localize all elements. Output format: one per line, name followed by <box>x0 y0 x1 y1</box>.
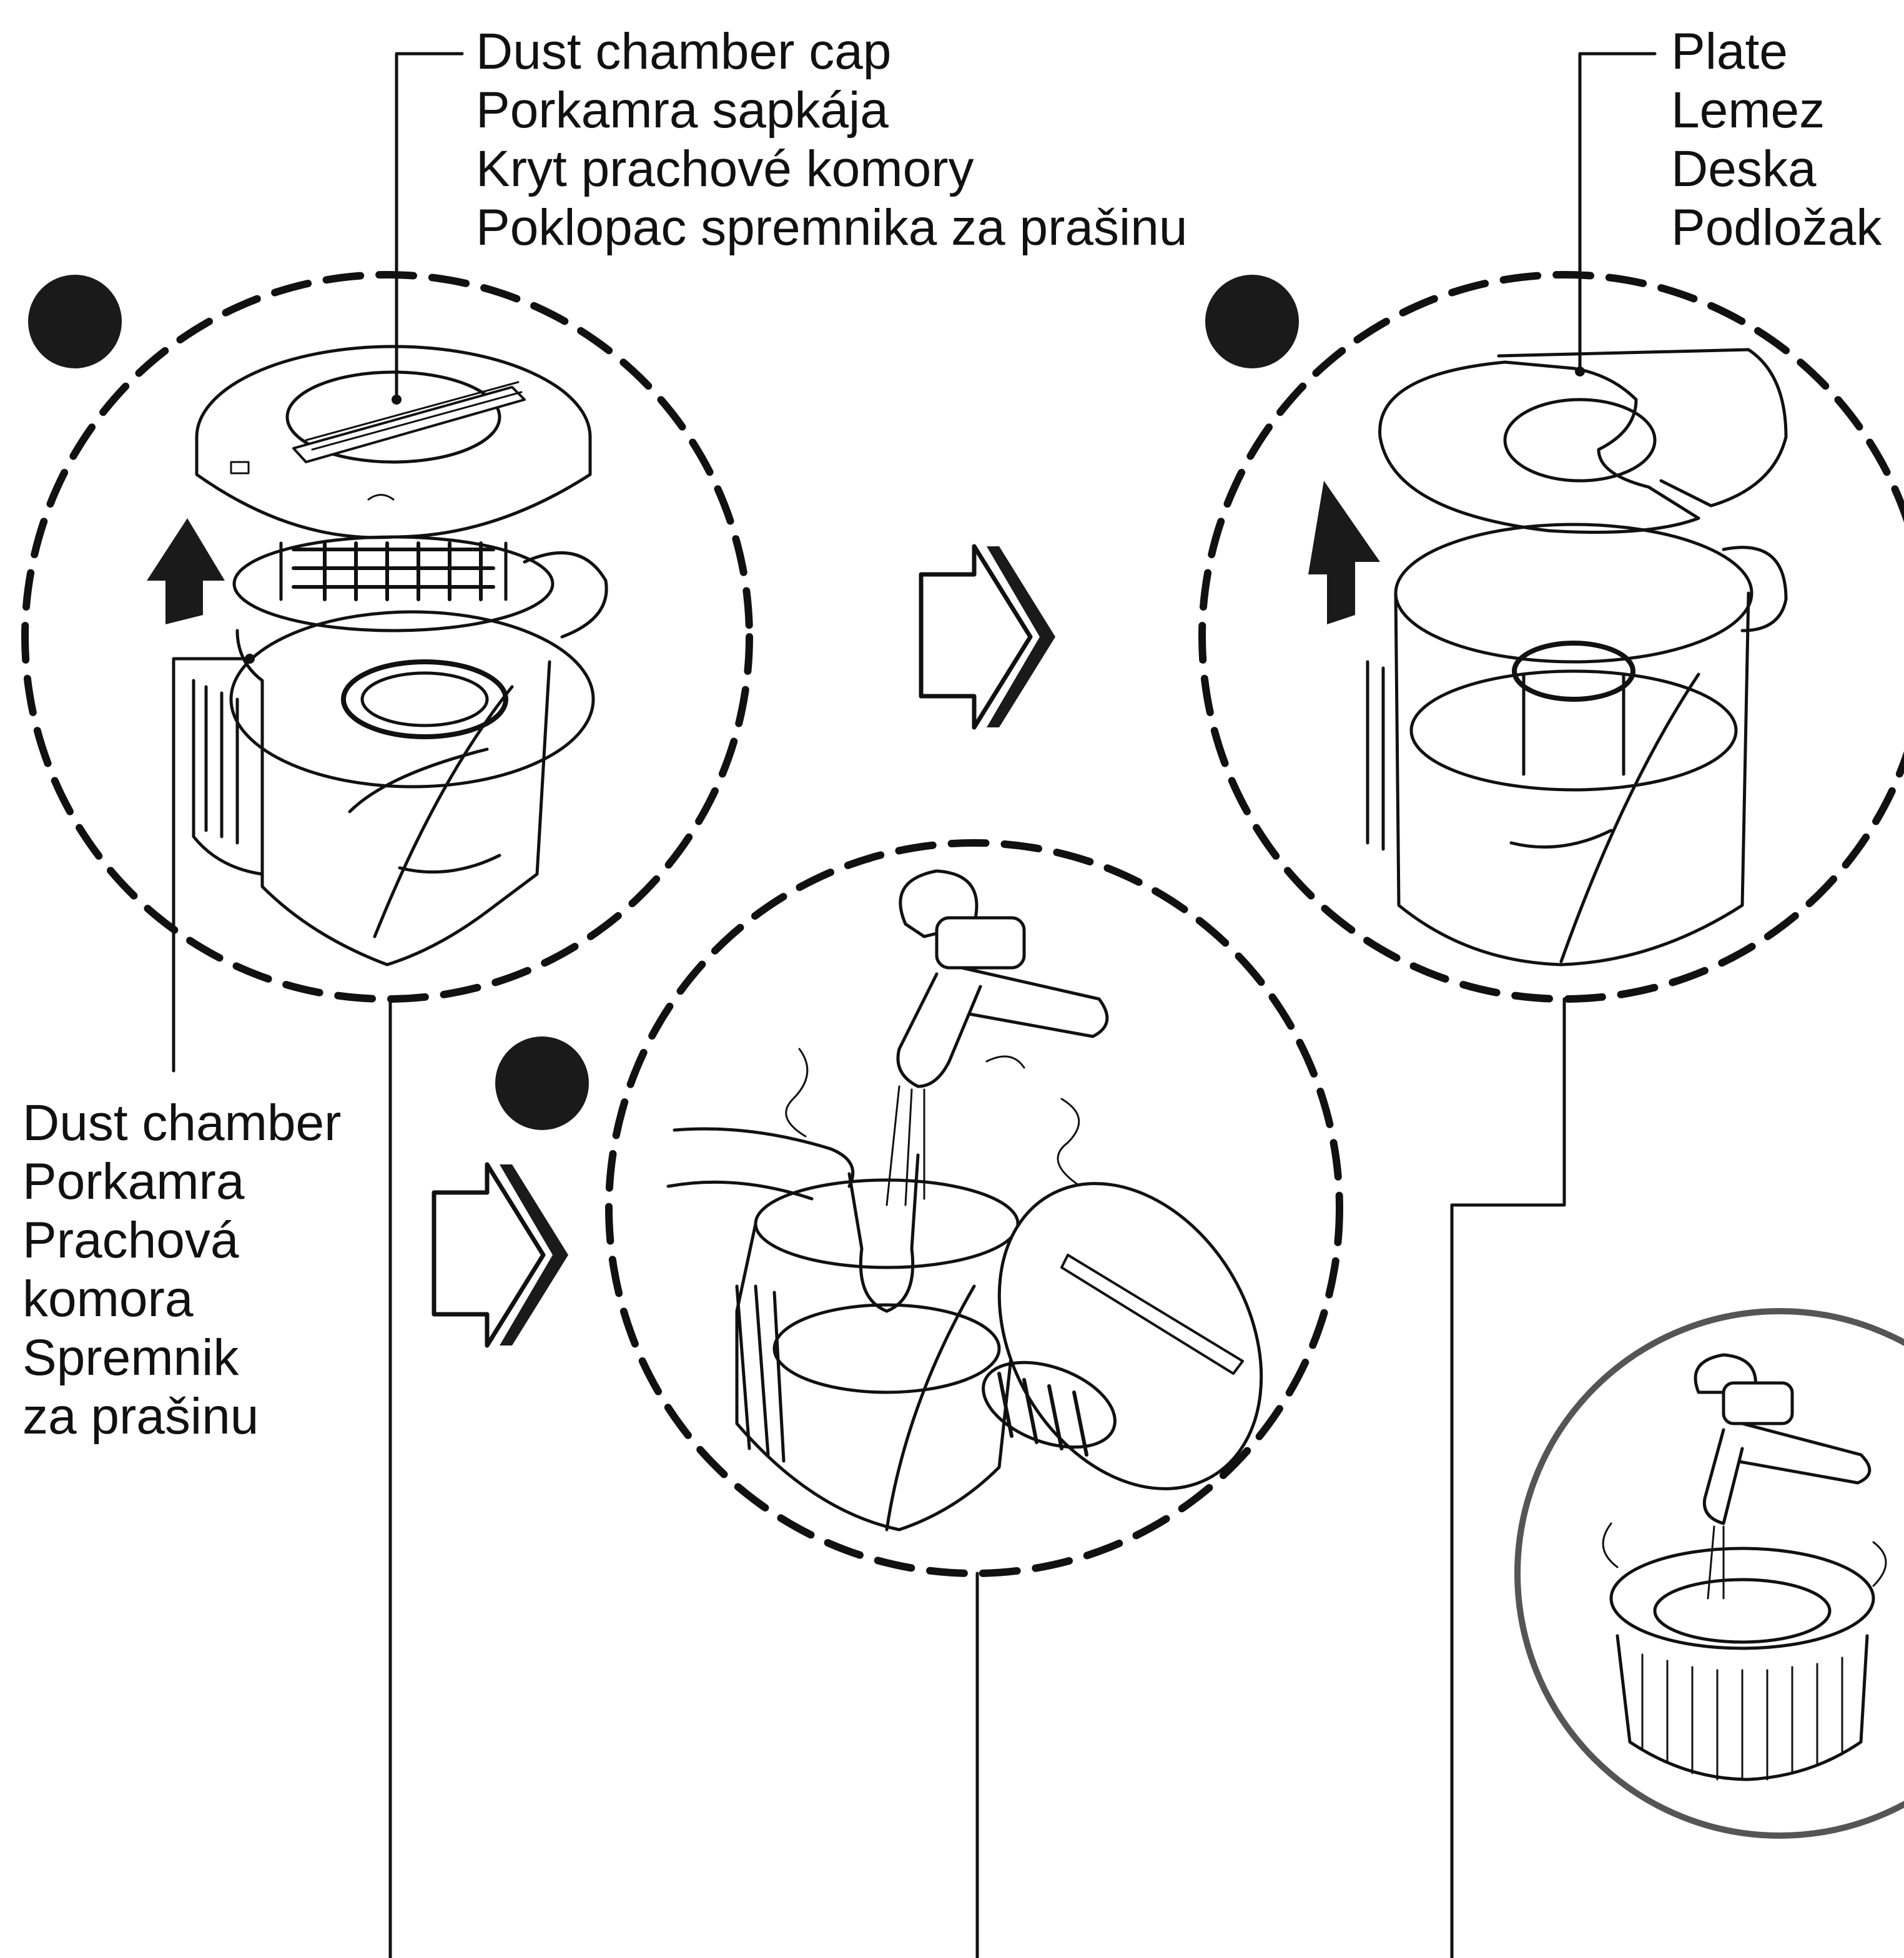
step1-panel <box>21 271 753 1003</box>
plate-label-en: Plate <box>1671 23 1788 80</box>
next-step-arrow-icon-1 <box>919 544 1055 730</box>
leader-chamber <box>172 657 252 1073</box>
dust-chamber-cap-label: Dust chamber cap Porkamra sapkája Kryt p… <box>476 22 1187 257</box>
dust-chamber-rinse-illustration <box>735 1178 1026 1532</box>
dust-chamber-illustration <box>192 551 608 967</box>
filter-rinse-circle <box>1514 1308 1904 1839</box>
dust-chamber-empty-illustration <box>1366 523 1788 967</box>
step3-dashed-circle <box>605 839 1343 1577</box>
step2-marker-icon <box>1205 275 1299 368</box>
plate-label-hr: Podložak <box>1671 199 1882 256</box>
dust-chamber-label-hr-2: za prašinu <box>22 1388 259 1445</box>
step1-dashed-circle <box>21 271 753 1003</box>
up-arrow-icon <box>147 518 225 624</box>
dust-chamber-label: Dust chamber Porkamra Prachová komora Sp… <box>22 1094 341 1446</box>
dust-chamber-cap-illustration <box>195 345 592 539</box>
filter-cage-illustration <box>232 535 555 632</box>
plate-illustration <box>1378 348 1788 534</box>
water-stream <box>885 1085 925 1206</box>
dust-chamber-label-cs-1: Prachová <box>22 1212 239 1269</box>
dust-chamber-cap-label-cs: Kryt prachové komory <box>476 140 974 197</box>
dust-chamber-cap-label-en: Dust chamber cap <box>476 23 892 80</box>
dust-chamber-label-cs-2: komora <box>22 1271 194 1327</box>
dust-chamber-label-en: Dust chamber <box>22 1095 342 1151</box>
faucet-icon-2 <box>1694 1353 1872 1525</box>
plate-label-cs: Deska <box>1671 140 1817 197</box>
plate-label: Plate Lemez Deska Podložak <box>1671 22 1882 257</box>
faucet-icon <box>896 869 1109 1088</box>
dust-chamber-cap-label-hu: Porkamra sapkája <box>476 82 889 139</box>
step2-panel <box>1198 271 1904 1003</box>
leader-plate <box>1578 52 1657 373</box>
step1-marker-icon <box>28 275 122 368</box>
dust-chamber-cap-rinse-illustration <box>982 1182 1263 1490</box>
dust-chamber-label-hr-1: Spremnik <box>22 1329 239 1386</box>
filter-cartridge-illustration <box>1609 1547 1875 1781</box>
dust-chamber-label-hu: Porkamra <box>22 1153 245 1210</box>
plate-label-hu: Lemez <box>1671 82 1825 139</box>
leader-cap <box>395 52 464 401</box>
step3-marker-icon <box>495 1036 589 1130</box>
next-step-arrow-icon-2 <box>432 1162 568 1348</box>
up-arrow-icon-2 <box>1308 481 1380 624</box>
hand-illustration <box>666 1127 920 1313</box>
filter-rinse-panel <box>1514 1308 1904 1839</box>
leader-lines <box>172 52 1657 1958</box>
dust-chamber-cap-label-hr: Poklopac spremnika za prašinu <box>476 199 1188 256</box>
water-stream-2 <box>1707 1525 1725 1600</box>
step3-panel <box>495 839 1343 1577</box>
connector-step2 <box>1450 997 1566 1958</box>
